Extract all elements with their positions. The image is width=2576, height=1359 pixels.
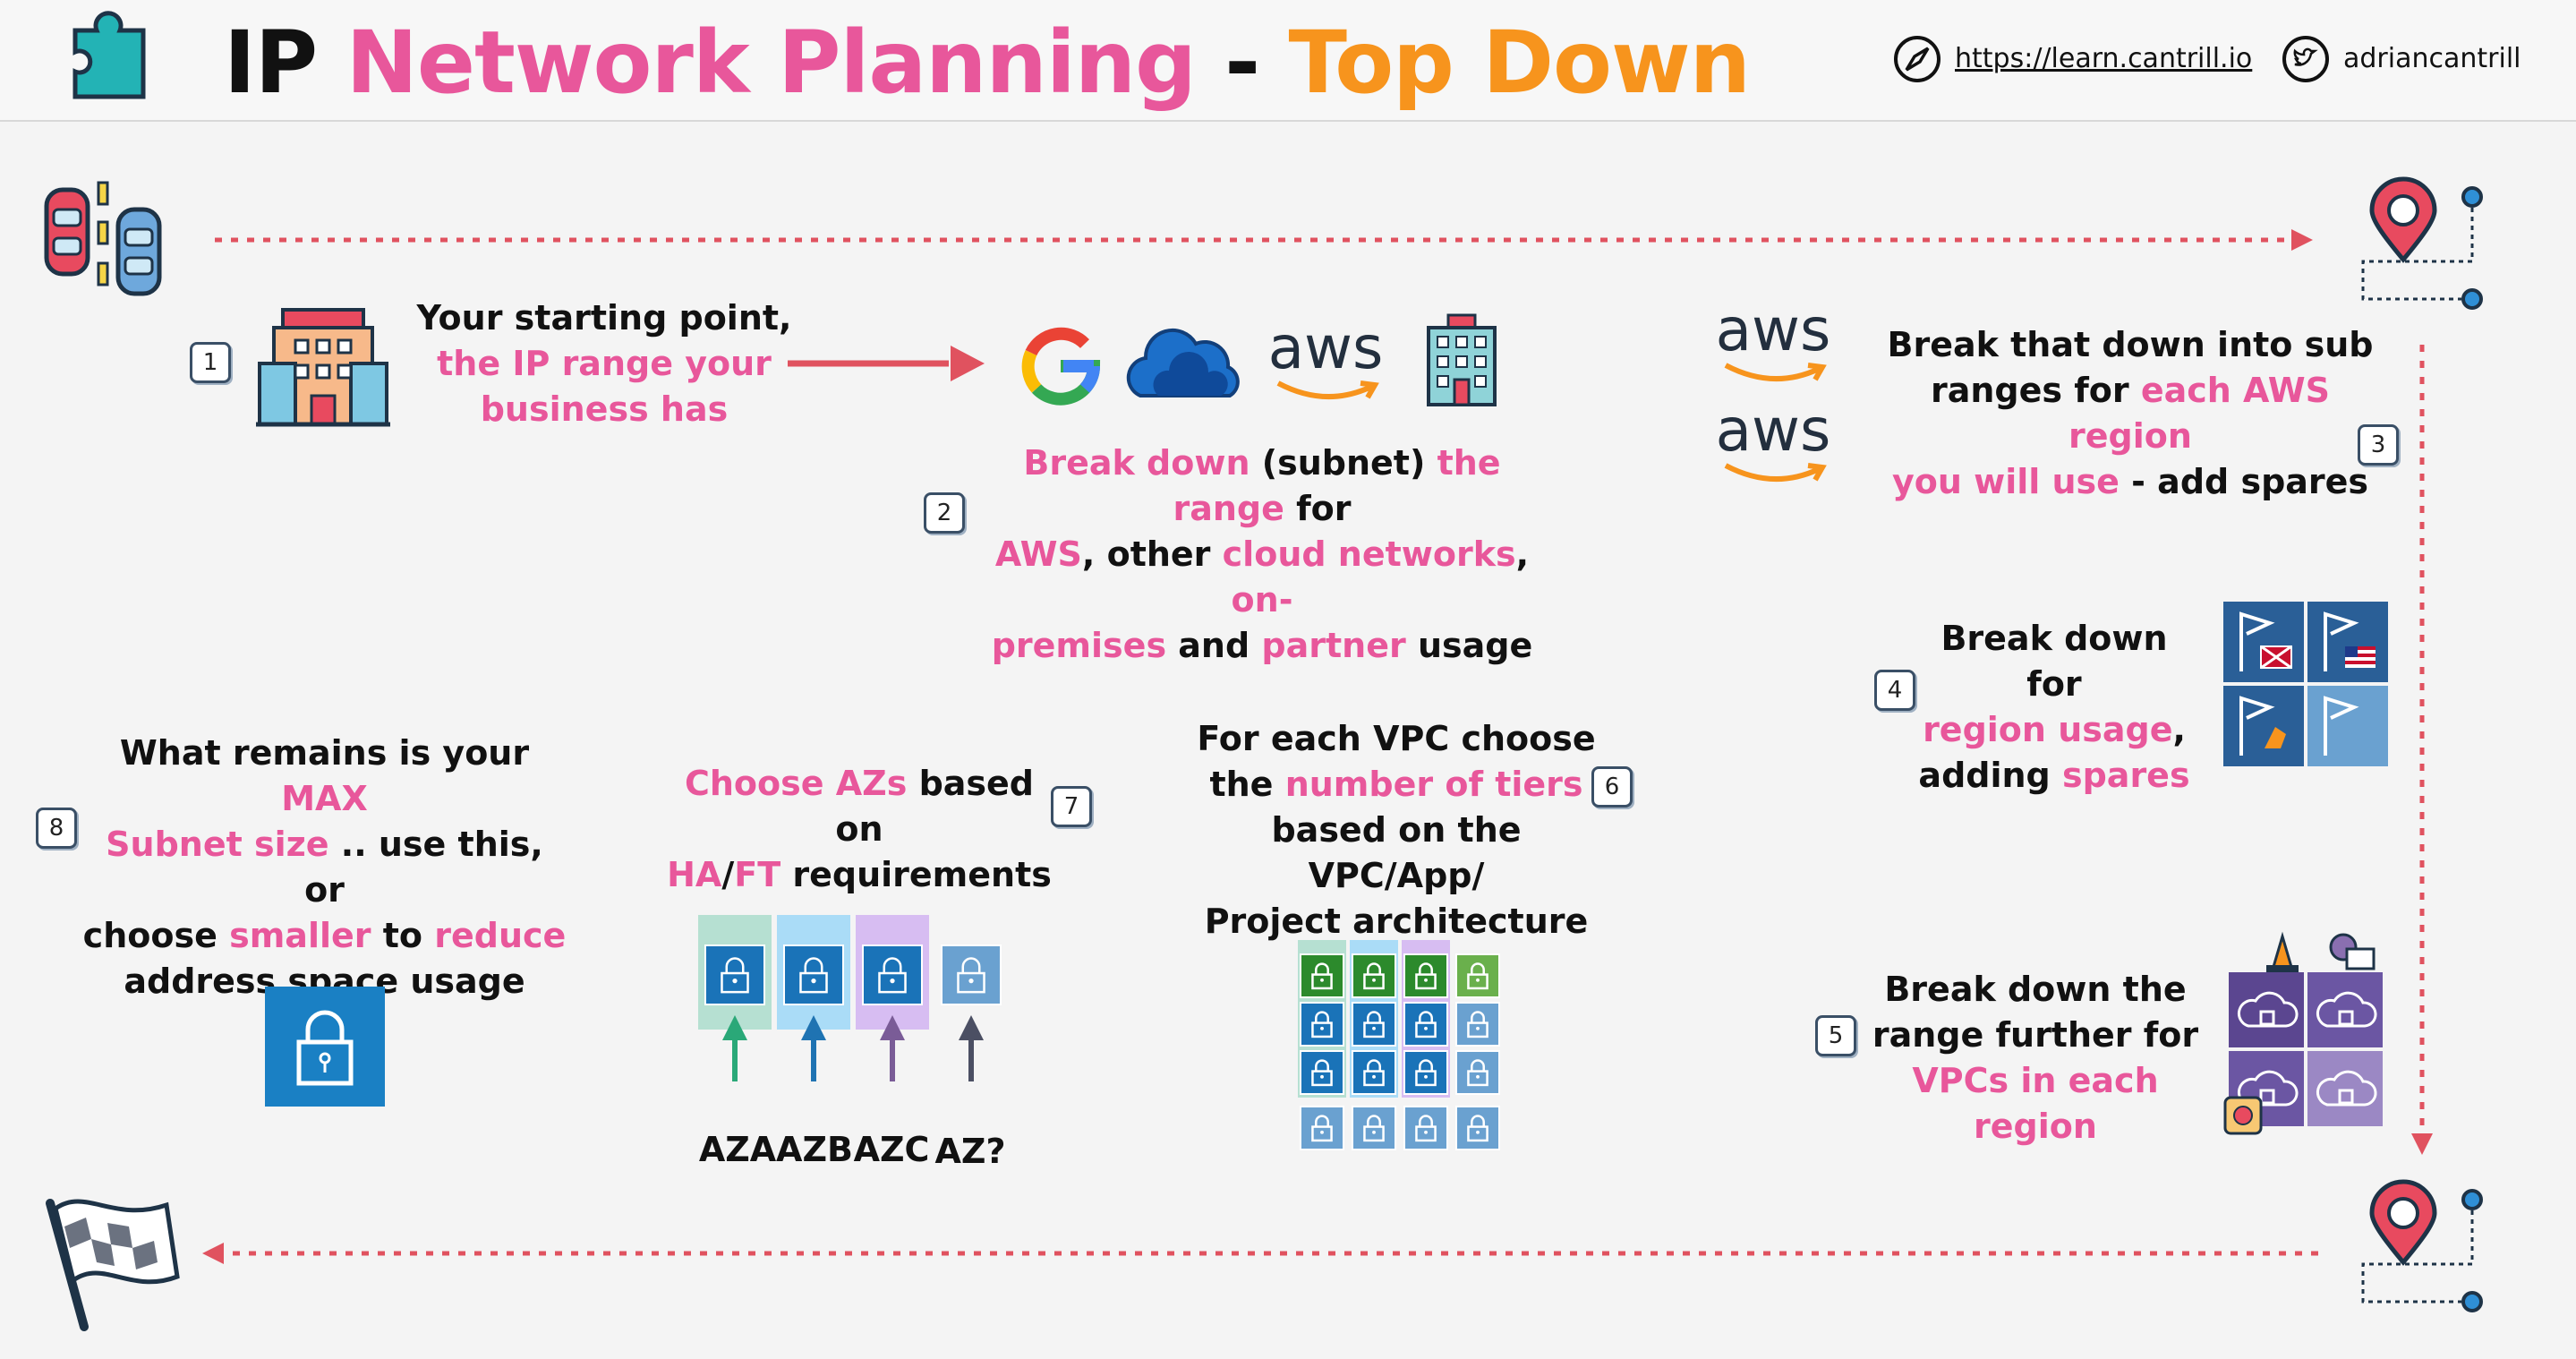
subnet-lock-icon [1455,1106,1500,1150]
google-icon [1021,327,1101,406]
header-bar: IP Network Planning - Top Down https://l… [0,0,2576,122]
az-subnets-diagram [698,915,1002,1081]
aws-smile-icon [1724,463,1827,483]
subnet-lock-icon [1403,953,1448,998]
subnet-lock-icon [1455,953,1500,998]
subnet-lock-icon [1352,953,1396,998]
az-label: AZ? [934,1132,1006,1171]
subnet-lock-icon [1403,1050,1448,1095]
map-pin-icon [2361,1179,2483,1312]
step-1-badge: 1 [190,342,231,383]
step-6-text: For each VPC choose the number of tiers … [1197,719,1596,941]
step-8-badge: 8 [36,808,77,849]
aws-smile-icon [1724,363,1827,382]
step-5-text: Break down the range further for VPCs in… [1872,970,2199,1146]
subnet-lock-icon [704,944,765,1005]
subnet-lock-icon [1352,1002,1396,1047]
checkered-flag-icon [46,1199,180,1331]
subnet-lock-icon [1300,953,1344,998]
az-label: AZC [853,1130,930,1169]
step-4-text: Break down for region usage, adding spar… [1918,619,2190,795]
cars-icon [44,181,162,296]
building-icon [256,308,390,427]
step-2-text: Break down (subnet) the range for AWS, o… [991,443,1533,665]
website-link[interactable]: https://learn.cantrill.io [1955,43,2253,74]
puzzle-logo-icon [73,11,146,99]
map-pin-icon [2361,176,2483,310]
subnet-lock-icon [941,944,1002,1005]
office-tower-icon [1427,313,1497,406]
aws-smile-icon [1276,380,1379,400]
step-1-text: Your starting point, the IP range your b… [416,298,792,429]
subnet-lock-icon [862,944,923,1005]
az-arrowhead [722,1015,747,1040]
subnet-lock-icon [783,944,844,1005]
subnet-lock-icon [1300,1106,1344,1150]
az-label: AZA [698,1130,777,1169]
aws-logo: aws [1715,401,1831,491]
twitter-handle[interactable]: adriancantrill [2343,43,2521,74]
subnet-lock-icon [1403,1106,1448,1150]
subnet-lock-icon [1300,1002,1344,1047]
step-3-badge: 3 [2358,424,2399,466]
region-flags-icon [2223,602,2388,766]
step-5-badge: 5 [1815,1015,1856,1056]
subnet-lock-icon [1352,1050,1396,1095]
subnet-lock-icon [1352,1106,1396,1150]
subnet-lock-icon [1300,1050,1344,1095]
subnet-lock-icon [1455,1050,1500,1095]
subnet-tiers-diagram [1298,940,1500,1150]
cloud-icon [1126,328,1240,397]
az-arrowhead [880,1015,905,1040]
subnet-lock-icon [1455,1002,1500,1047]
step-4-badge: 4 [1874,670,1915,711]
twitter-icon [2282,36,2329,82]
page-title: IP Network Planning - Top Down [224,13,1751,113]
az-arrowhead [801,1015,826,1040]
step-8-text: What remains is your MAX Subnet size .. … [82,733,567,1001]
step-3-text: Break that down into sub ranges for each… [1887,325,2374,501]
az-arrowhead [959,1015,984,1040]
aws-logo: aws [1267,319,1384,408]
subnet-lock-icon [1403,1002,1448,1047]
compass-icon [1894,36,1941,82]
step-6-badge: 6 [1591,766,1633,808]
padlock-icon [265,987,385,1107]
step-7-text: Choose AZs based on HA/FT requirements [667,764,1052,894]
step-2-badge: 2 [924,492,965,534]
step-7-badge: 7 [1051,786,1092,827]
vpc-grid-icon [2223,931,2383,1135]
az-label: AZB [776,1130,853,1169]
aws-logo: aws [1715,301,1831,390]
